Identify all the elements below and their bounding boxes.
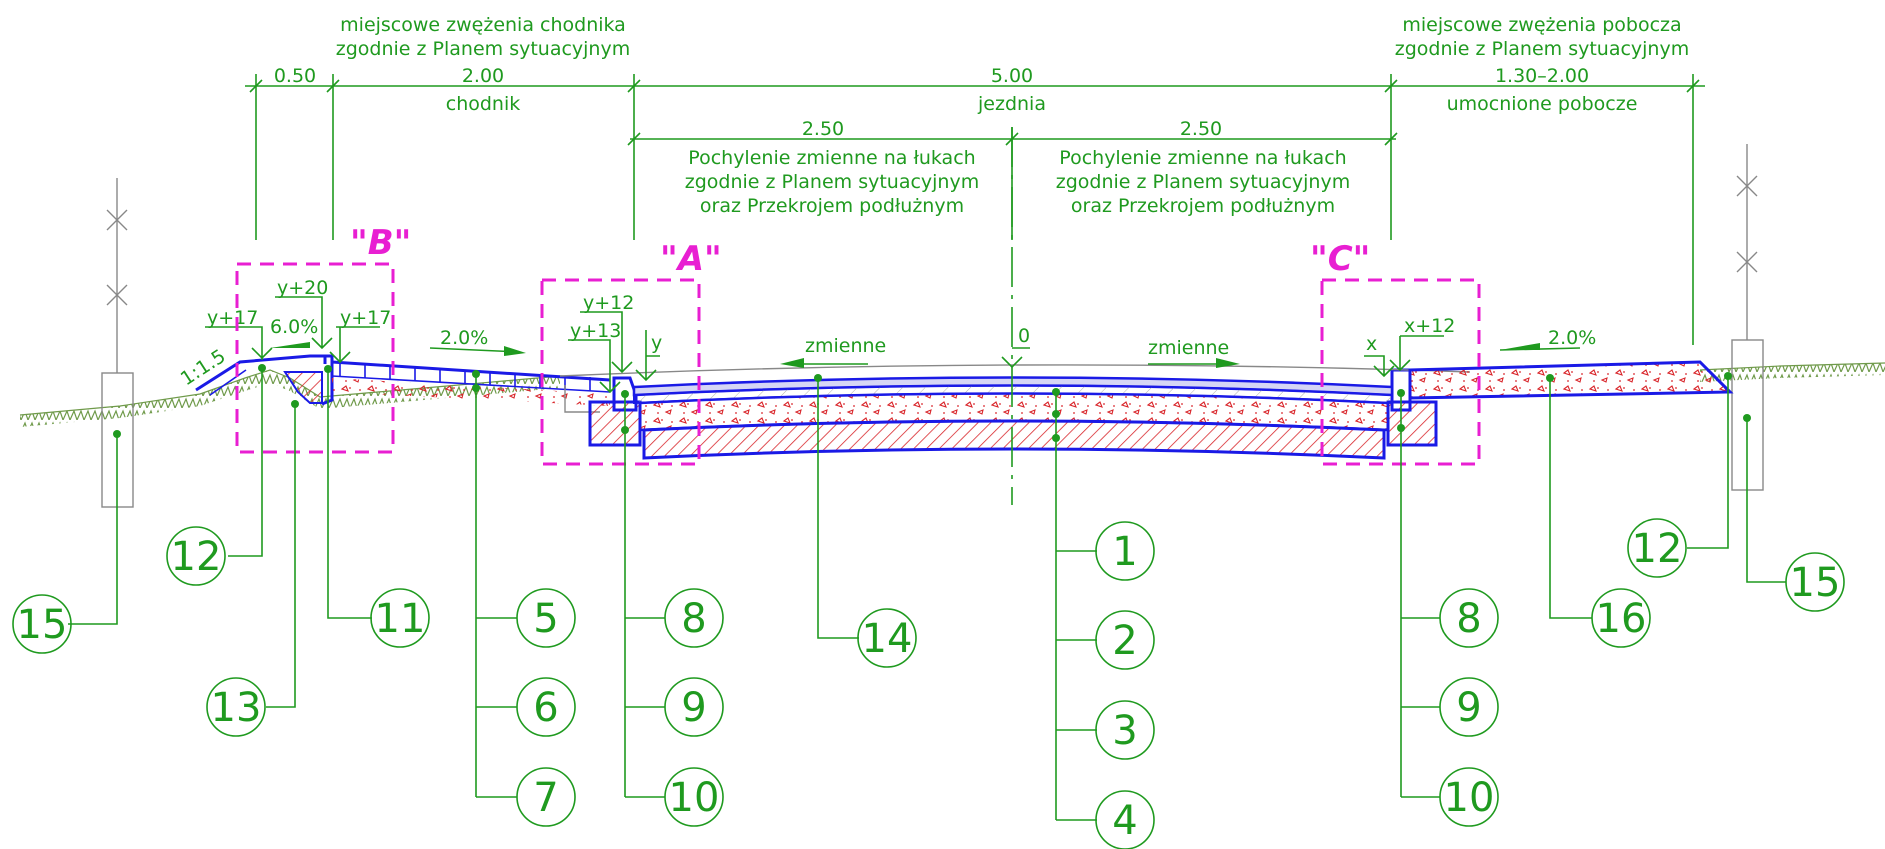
callout-7: 7 (516, 767, 576, 827)
callout-10-left: 10 (664, 767, 724, 827)
callout-15-left-text: 15 (17, 602, 68, 648)
dim-250-left: 2.50 (802, 118, 844, 140)
callout-5-text: 5 (533, 596, 558, 642)
level-y13: y+13 (570, 320, 621, 342)
callout-6-text: 6 (533, 685, 558, 731)
callout-9-right: 9 (1439, 677, 1499, 737)
level-y20: y+20 (277, 277, 328, 299)
level-y17-right: y+17 (340, 307, 391, 329)
callout-3-text: 3 (1112, 708, 1137, 754)
callout-8-left-text: 8 (681, 596, 706, 642)
lane-dimension-line: 2.50 2.50 Pochylenie zmienne na łukach z… (627, 118, 1398, 240)
callout-14: 14 (857, 608, 917, 668)
dim-250-right: 2.50 (1180, 118, 1222, 140)
carriageway-layers (559, 364, 1471, 460)
callout-10-right-text: 10 (1444, 775, 1495, 821)
leader-lines (68, 368, 1786, 821)
callout-10-right: 10 (1439, 767, 1499, 827)
label-jezdnia: jezdnia (977, 93, 1046, 115)
callout-4: 4 (1095, 790, 1155, 849)
slope-note-left-3: oraz Przekrojem podłużnym (700, 195, 964, 217)
slope-2-percent-right: 2.0% (1548, 327, 1596, 349)
left-top-note: miejscowe zwężenia chodnika zgodnie z Pl… (336, 14, 630, 60)
callout-11-text: 11 (375, 596, 426, 642)
slope-note-left-1: Pochylenie zmienne na łukach (688, 147, 975, 169)
level-y12: y+12 (583, 292, 634, 314)
dim-500: 5.00 (991, 65, 1033, 87)
level-zero: 0 (1018, 325, 1030, 347)
slope-note-left-2: zgodnie z Planem sytuacyjnym (685, 171, 979, 193)
callout-1-text: 1 (1112, 529, 1137, 575)
detail-a-label: "A" (660, 239, 722, 279)
right-top-note-line1: miejscowe zwężenia pobocza (1402, 14, 1681, 36)
slope-note-right-3: oraz Przekrojem podłużnym (1071, 195, 1335, 217)
callout-8-left: 8 (664, 588, 724, 648)
callout-5: 5 (516, 588, 576, 648)
label-chodnik: chodnik (446, 93, 521, 115)
callout-12-right: 12 (1627, 518, 1687, 578)
callout-9-left-text: 9 (681, 685, 706, 731)
slope-2-percent-left: 2.0% (440, 327, 488, 349)
callout-12-left-text: 12 (171, 534, 222, 580)
callout-8-right-text: 8 (1456, 596, 1481, 642)
callout-16-text: 16 (1596, 596, 1647, 642)
detail-b-label: "B" (350, 223, 411, 263)
callout-10-left-text: 10 (669, 775, 720, 821)
level-y17-left: y+17 (207, 307, 258, 329)
zmienne-left: zmienne (805, 335, 886, 357)
callout-13-text: 13 (211, 685, 262, 731)
detail-a-frame: "A" (540, 239, 722, 466)
right-top-note-line2: zgodnie z Planem sytuacyjnym (1395, 38, 1689, 60)
leader-dots (113, 364, 1751, 442)
dim-050: 0.50 (274, 65, 316, 87)
slope-note-right-2: zgodnie z Planem sytuacyjnym (1056, 171, 1350, 193)
callout-7-text: 7 (533, 775, 558, 821)
zmienne-right: zmienne (1148, 337, 1229, 359)
detail-b-frame: "B" (235, 223, 411, 454)
callout-16: 16 (1591, 588, 1651, 648)
label-pobocze: umocnione pobocze (1447, 93, 1638, 115)
callout-12-right-text: 12 (1632, 526, 1683, 572)
dim-200: 2.00 (462, 65, 504, 87)
level-markers: y+17 y+20 y+17 y+12 y+13 y 0 x x+12 (205, 277, 1455, 394)
callout-9-left: 9 (664, 677, 724, 737)
level-x: x (1366, 333, 1377, 355)
callout-13: 13 (206, 677, 266, 737)
shoulder-structure (1408, 360, 1734, 400)
callout-2-text: 2 (1112, 618, 1137, 664)
level-x12: x+12 (1404, 315, 1455, 337)
callout-11: 11 (370, 588, 430, 648)
callout-6: 6 (516, 677, 576, 737)
callout-15-right: 15 (1785, 552, 1845, 612)
left-top-note-line2: zgodnie z Planem sytuacyjnym (336, 38, 630, 60)
top-dimension-line: 0.50 2.00 5.00 1.30–2.00 chodnik jezdnia… (245, 65, 1705, 345)
callout-8-right: 8 (1439, 588, 1499, 648)
callout-12-left: 12 (166, 526, 226, 586)
callout-9-right-text: 9 (1456, 685, 1481, 731)
callout-3: 3 (1095, 700, 1155, 760)
callout-14-text: 14 (862, 616, 913, 662)
level-y: y (651, 332, 662, 354)
callout-15-left: 15 (12, 594, 72, 654)
callout-2: 2 (1095, 610, 1155, 670)
callout-1: 1 (1095, 521, 1155, 581)
slope-note-right-1: Pochylenie zmienne na łukach (1059, 147, 1346, 169)
detail-c-label: "C" (1310, 239, 1370, 279)
callout-15-right-text: 15 (1790, 560, 1841, 606)
right-top-note: miejscowe zwężenia pobocza zgodnie z Pla… (1395, 14, 1689, 60)
dim-130-200: 1.30–2.00 (1495, 65, 1589, 87)
slope-6-percent: 6.0% (270, 316, 318, 338)
embankment-slope: 1:1.5 (177, 345, 230, 390)
callout-4-text: 4 (1112, 798, 1137, 844)
left-top-note-line1: miejscowe zwężenia chodnika (340, 14, 626, 36)
